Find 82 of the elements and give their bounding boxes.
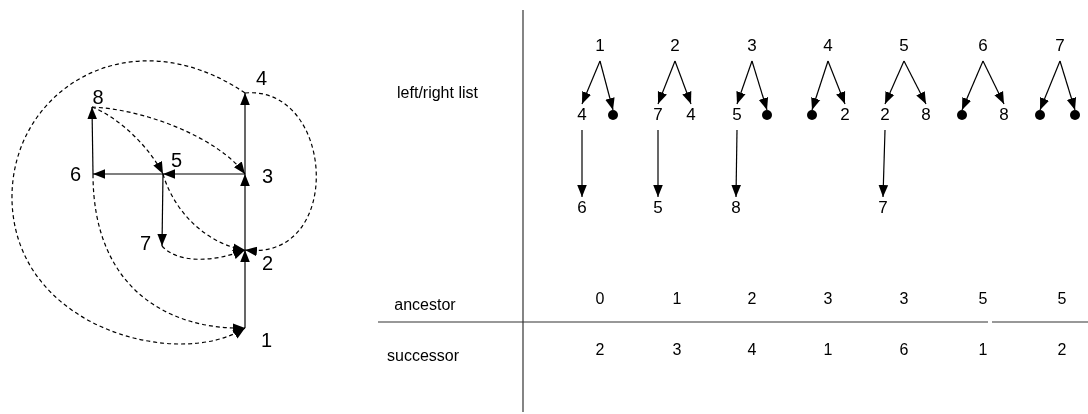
arrow xyxy=(674,60,692,105)
tree-node-number: 2 xyxy=(835,104,855,126)
dashed-arrow xyxy=(91,106,246,175)
row-header: ancestor xyxy=(393,295,457,315)
arrow xyxy=(961,60,984,111)
arrow xyxy=(599,60,615,111)
arrow xyxy=(811,60,829,111)
tree-node-number: 5 xyxy=(648,197,668,219)
dashed-arrow xyxy=(92,173,246,333)
arrow xyxy=(1059,60,1077,111)
tree-node-number: 4 xyxy=(572,104,592,126)
tree-node-number: 7 xyxy=(873,197,893,219)
tree-node-number: 8 xyxy=(726,197,746,219)
arrow xyxy=(736,60,753,105)
table-cell-text: 3 xyxy=(822,290,834,308)
tree-node-number: 6 xyxy=(572,197,592,219)
tree-node-number: 7 xyxy=(1050,35,1070,57)
arrow xyxy=(162,169,246,179)
arrow xyxy=(92,169,164,179)
vertex-number: 3 xyxy=(245,164,273,188)
null-dot xyxy=(1070,110,1080,120)
null-dot xyxy=(807,110,817,120)
vertex-number: 4 xyxy=(245,63,267,93)
vertex-number: 8 xyxy=(88,88,108,107)
tree-node-number: 8 xyxy=(916,104,936,126)
arrow xyxy=(240,92,250,175)
tree-node-number: 4 xyxy=(681,104,701,126)
arrow xyxy=(731,129,741,198)
table-cell-text: 3 xyxy=(671,341,683,359)
tree-node-number: 5 xyxy=(894,35,914,57)
dashed-arrow xyxy=(11,60,246,345)
arrow xyxy=(157,173,167,247)
table-cell-text: 1 xyxy=(671,290,683,308)
vertex-number: 1 xyxy=(245,328,272,352)
table-cell-text: 4 xyxy=(746,341,758,359)
arrow xyxy=(581,60,601,105)
arrow xyxy=(87,106,97,175)
dashed-arrow xyxy=(161,245,246,260)
arrow xyxy=(884,60,905,105)
arrow xyxy=(827,60,846,105)
arrow xyxy=(240,173,250,251)
arrow xyxy=(982,60,1005,105)
tree-node-number: 7 xyxy=(648,104,668,126)
vertex-number: 2 xyxy=(245,250,273,276)
row-header: left/right list xyxy=(396,83,479,103)
null-dot xyxy=(1035,110,1045,120)
table-cell-text: 5 xyxy=(977,290,989,308)
table-cell-text: 2 xyxy=(1056,341,1068,359)
arrow xyxy=(577,129,587,198)
tree-node-number: 6 xyxy=(973,35,993,57)
arrow xyxy=(653,129,663,198)
arrow xyxy=(903,60,927,105)
arrow xyxy=(657,60,676,105)
table-cell-text: 3 xyxy=(898,290,910,308)
arrow xyxy=(1039,60,1061,111)
dashed-arrow xyxy=(91,106,164,175)
tree-node-number: 1 xyxy=(590,35,610,57)
vertex-number: 6 xyxy=(70,162,93,186)
table-cell-text: 6 xyxy=(898,341,910,359)
dashed-arrow xyxy=(162,173,246,253)
tree-node-number: 4 xyxy=(818,35,838,57)
vertex-number: 7 xyxy=(140,232,162,254)
tree-node-number: 2 xyxy=(665,35,685,57)
table-cell-text: 2 xyxy=(594,341,606,359)
table-cell-text: 2 xyxy=(746,290,758,308)
table-cell-text: 0 xyxy=(594,290,606,308)
null-dot xyxy=(762,110,772,120)
null-dot xyxy=(608,110,618,120)
tree-node-number: 3 xyxy=(742,35,762,57)
dashed-arrow xyxy=(244,92,317,255)
null-dot xyxy=(957,110,967,120)
tree-node-number: 5 xyxy=(727,104,747,126)
arrow xyxy=(751,60,769,111)
tree-node-number: 8 xyxy=(994,104,1014,126)
row-header: successor xyxy=(386,346,460,366)
table-cell-text: 1 xyxy=(977,341,989,359)
table-cell-text: 1 xyxy=(822,341,834,359)
arrow xyxy=(240,249,250,329)
table-cell-text: 5 xyxy=(1056,290,1068,308)
vertex-number: 5 xyxy=(160,146,182,174)
arrow xyxy=(878,129,889,198)
tree-node-number: 2 xyxy=(875,104,895,126)
